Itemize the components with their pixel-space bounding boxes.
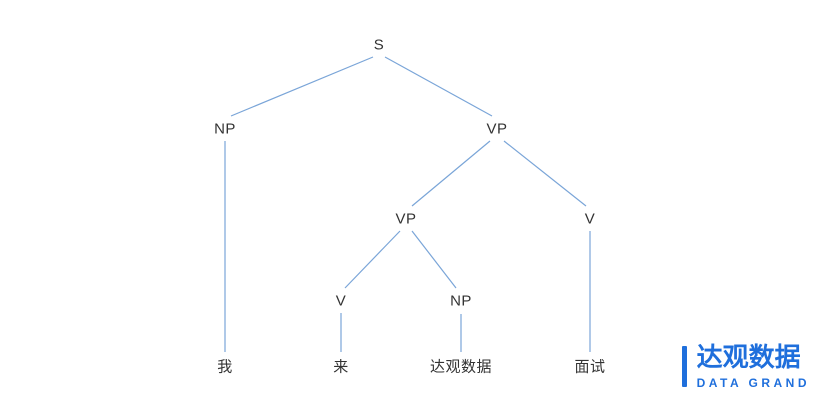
edge-s-vp xyxy=(384,56,493,117)
leaf-wo: 我 xyxy=(217,358,233,376)
edge-vp-vp xyxy=(411,140,491,207)
logo-name: 达观数据 xyxy=(696,342,801,373)
datagrand-logo-text: 达观数据 DATA GRAND xyxy=(697,343,810,390)
node-vp-inner: VP xyxy=(395,210,417,228)
edge-vp-v xyxy=(503,140,587,207)
leaf-lai: 来 xyxy=(333,358,349,376)
logo-subtitle: DATA GRAND xyxy=(696,376,810,390)
leaf-daguan: 达观数据 xyxy=(429,358,493,376)
node-v-inner: V xyxy=(335,292,347,310)
leaf-mianshi: 面试 xyxy=(574,358,606,376)
datagrand-logo: 达观数据 DATA GRAND xyxy=(681,343,810,390)
datagrand-logo-mark-icon xyxy=(681,346,687,387)
edge-s-np xyxy=(230,56,374,117)
edge-vp2-np xyxy=(411,230,457,289)
node-v-right: V xyxy=(584,210,596,228)
node-vp-right: VP xyxy=(486,120,508,138)
edge-vp2-v xyxy=(344,230,401,289)
node-np-left: NP xyxy=(214,120,236,138)
node-s: S xyxy=(373,36,385,54)
node-np-inner: NP xyxy=(450,292,472,310)
